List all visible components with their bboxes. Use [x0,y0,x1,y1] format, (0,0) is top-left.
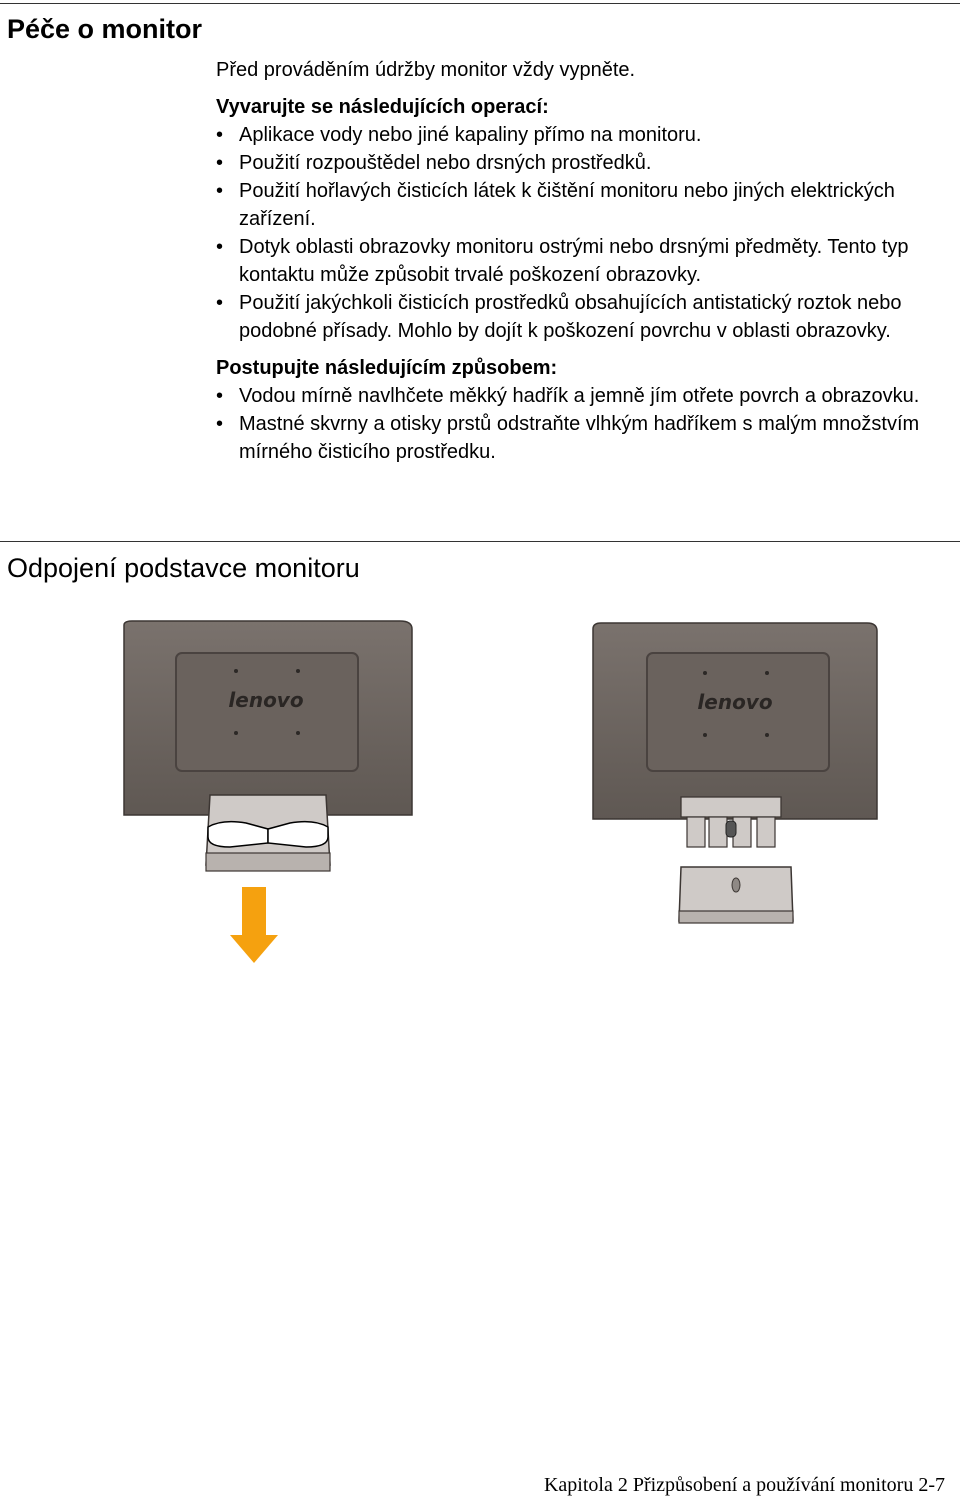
list-item: • Použití rozpouštědel nebo drsných prost… [216,149,946,177]
section-rule [0,541,960,542]
hinge-bracket [680,796,782,848]
bullet: • [216,292,224,314]
proceed-list: • Vodou mírně navlhčete měkký hadřík a je… [216,382,946,466]
down-arrow-icon [230,887,278,963]
list-item: • Dotyk oblasti obrazovky monitoru ostrým… [216,233,946,289]
monitor-back: lenovo [592,622,878,820]
section-title-detach-stand: Odpojení podstavce monitoru [7,553,360,583]
bullet: • [216,385,224,407]
care-intro: Před prováděním údržby monitor vždy vypn… [216,59,636,81]
monitor-back: lenovo [123,620,413,816]
care-body: Před prováděním údržby monitor vždy vypn… [216,56,946,475]
list-item: • Použití jakýchkoli čisticích prostředků… [216,289,946,345]
list-item-text: Mastné skvrny a otisky prstů odstraňte v… [239,413,920,463]
stand-base [678,866,794,924]
figure-detach-press: lenovo [123,620,413,963]
hands-icon [207,820,329,848]
bullet: • [216,152,224,174]
bullet: • [216,124,224,146]
list-item-text: Použití jakýchkoli čisticích prostředků … [239,292,902,342]
list-item-text: Aplikace vody nebo jiné kapaliny přímo n… [239,124,702,146]
list-item-text: Použití rozpouštědel nebo drsných prostř… [239,152,652,174]
proceed-heading: Postupujte následujícím způsobem: [216,357,558,379]
lenovo-logo: lenovo [228,688,303,712]
list-item: • Vodou mírně navlhčete měkký hadřík a je… [216,382,946,410]
figure-stand-detached: lenovo [592,622,878,924]
bullet: • [216,180,224,202]
page-footer: Kapitola 2 Přizpůsobení a používání moni… [543,1474,945,1496]
list-item: • Použití hořlavých čisticích látek k čiš… [216,177,946,233]
list-item: • Mastné skvrny a otisky prstů odstraňte … [216,410,946,466]
list-item-text: Vodou mírně navlhčete měkký hadřík a jem… [239,385,920,407]
list-item: • Aplikace vody nebo jiné kapaliny přímo … [216,121,946,149]
avoid-heading: Vyvarujte se následujících operací: [216,96,549,118]
avoid-list: • Aplikace vody nebo jiné kapaliny přímo … [216,121,946,345]
list-item-text: Použití hořlavých čisticích látek k čišt… [239,180,895,230]
list-item-text: Dotyk oblasti obrazovky monitoru ostrými… [239,236,909,286]
section-title-care: Péče o monitor [7,14,203,44]
top-rule [0,3,960,4]
bullet: • [216,413,224,435]
bullet: • [216,236,224,258]
lenovo-logo: lenovo [697,690,772,714]
